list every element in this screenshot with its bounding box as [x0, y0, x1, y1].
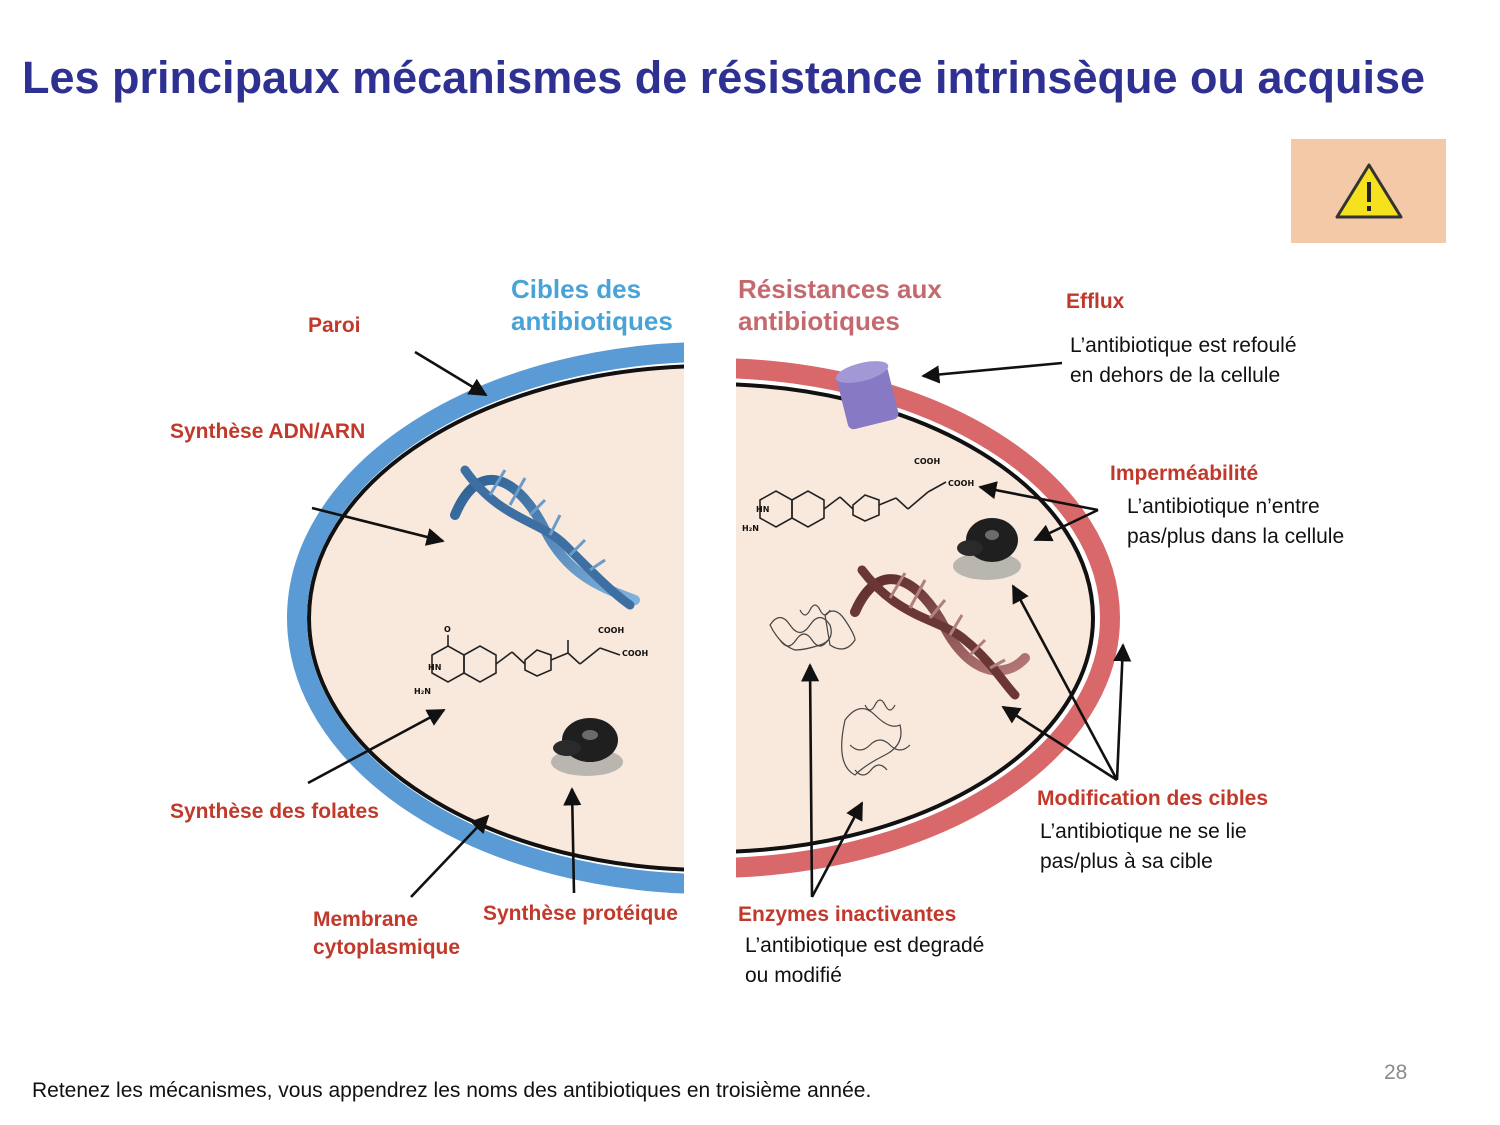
right-membrane: [736, 382, 1095, 854]
svg-text:H₂N: H₂N: [742, 524, 759, 533]
folate-labels-left: COOH COOH HN H₂N O: [414, 625, 648, 696]
note-enzymes: L’antibiotique est degradé ou modifié: [745, 931, 985, 991]
note-modification: L’antibiotique ne se lie pas/plus à sa c…: [1040, 817, 1247, 877]
folate-molecule-right: [759, 481, 947, 528]
label-enzymes-inactivantes: Enzymes inactivantes: [738, 903, 956, 926]
svg-text:COOH: COOH: [948, 479, 974, 488]
label-synthese-folates: Synthèse des folates: [170, 800, 379, 823]
left-membrane: [307, 364, 684, 872]
dna-helix-left: [450, 465, 640, 610]
label-membrane-line2: cytoplasmique: [313, 936, 460, 959]
svg-text:COOH: COOH: [914, 457, 940, 466]
label-impermeabilite: Imperméabilité: [1110, 462, 1258, 485]
svg-text:H₂N: H₂N: [414, 687, 431, 696]
note-efflux-line1: L’antibiotique est refoulé: [1070, 334, 1297, 357]
note-enzymes-line1: L’antibiotique est degradé: [745, 934, 985, 957]
ribosome-left: [551, 718, 623, 776]
page-number: 28: [1384, 1061, 1408, 1084]
arrows-left: [307, 350, 582, 898]
right-heading-line1: Résistances aux: [738, 274, 942, 304]
slide-title: Les principaux mécanismes de résistance …: [22, 52, 1426, 103]
label-paroi: Paroi: [308, 314, 361, 337]
ribosome-right: [953, 518, 1021, 580]
warning-triangle-icon: [1335, 163, 1402, 219]
enzyme-structure-1: [769, 604, 856, 651]
left-heading-line1: Cibles des: [511, 274, 641, 304]
dna-helix-right: [850, 565, 1030, 700]
svg-text:COOH: COOH: [622, 649, 648, 658]
note-enzymes-line2: ou modifié: [745, 964, 842, 987]
right-heading-line2: antibiotiques: [738, 306, 900, 336]
svg-text:HN: HN: [428, 663, 441, 672]
warning-box: [1291, 139, 1446, 243]
left-heading-line2: antibiotiques: [511, 306, 673, 336]
label-membrane-line1: Membrane: [313, 908, 418, 931]
left-wall: [287, 342, 684, 894]
enzyme-structure-2: [841, 699, 911, 776]
folate-labels-right: COOH COOH HN H₂N: [742, 457, 974, 533]
label-synthese-proteique: Synthèse protéique: [483, 902, 678, 925]
note-efflux: L’antibiotique est refoulé en dehors de …: [1070, 331, 1297, 391]
right-wall: [736, 358, 1120, 878]
note-impermeabilite: L’antibiotique n’entre pas/plus dans la …: [1127, 492, 1345, 552]
svg-text:COOH: COOH: [598, 626, 624, 635]
footer-note: Retenez les mécanismes, vous appendrez l…: [32, 1079, 872, 1102]
label-modification-cibles: Modification des cibles: [1037, 787, 1268, 810]
note-impermeabilite-line1: L’antibiotique n’entre: [1127, 495, 1320, 518]
svg-text:O: O: [444, 625, 451, 634]
folate-molecule-left: [431, 635, 621, 683]
note-impermeabilite-line2: pas/plus dans la cellule: [1127, 525, 1345, 548]
label-efflux: Efflux: [1066, 290, 1125, 313]
arrows-right: [801, 361, 1132, 898]
svg-text:HN: HN: [756, 505, 769, 514]
note-modification-line1: L’antibiotique ne se lie: [1040, 820, 1247, 843]
label-synthese-adn: Synthèse ADN/ARN: [170, 420, 365, 443]
note-modification-line2: pas/plus à sa cible: [1040, 850, 1213, 873]
note-efflux-line2: en dehors de la cellule: [1070, 364, 1281, 387]
efflux-pump: [835, 361, 899, 430]
